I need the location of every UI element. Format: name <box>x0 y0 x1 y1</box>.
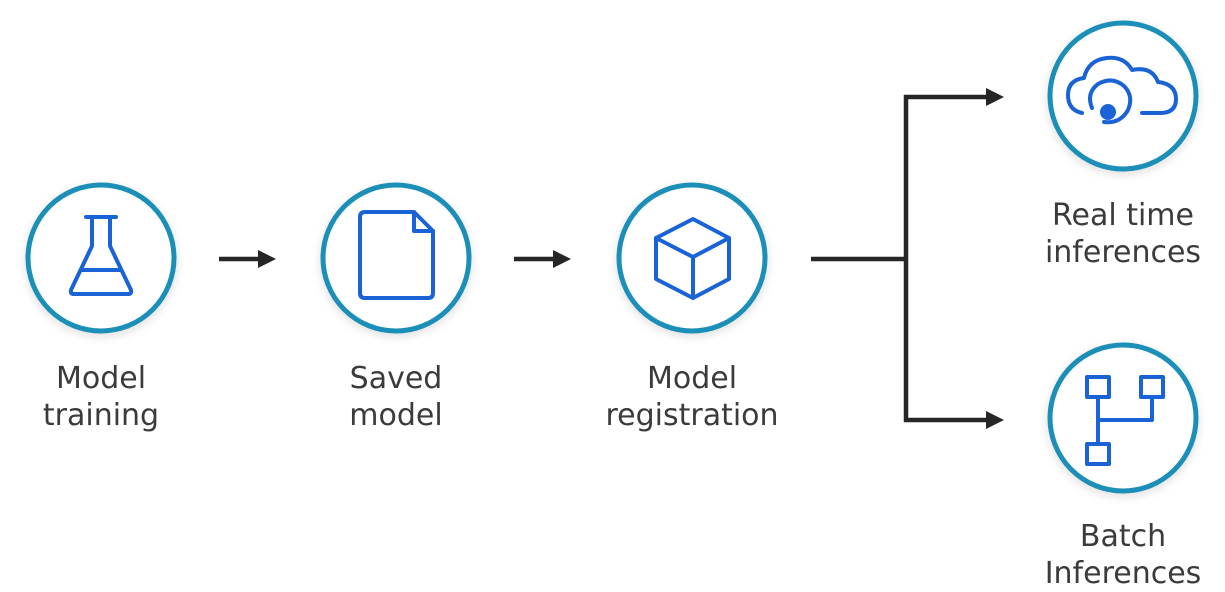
real-time-inferences-label: Real time inferences <box>1013 197 1225 271</box>
batch-inferences-label-line2: Inferences <box>1044 556 1202 591</box>
cloud-service-icon <box>1066 55 1178 125</box>
batch-inferences-label-line1: Batch <box>1079 519 1167 554</box>
node-model-training <box>24 182 178 338</box>
model-training-label-line1: Model <box>55 361 147 396</box>
real-time-inferences-label-line2: inferences <box>1044 235 1202 270</box>
saved-model-circle <box>320 182 472 334</box>
saved-model-label-line2: model <box>349 398 443 433</box>
branch-connector <box>811 88 1004 429</box>
arrow-saved-to-registration <box>514 250 571 268</box>
model-training-circle <box>25 182 177 334</box>
saved-model-label: Saved model <box>286 360 506 434</box>
arrow-training-to-saved <box>219 250 276 268</box>
node-batch-inferences <box>1046 342 1200 498</box>
batch-inferences-label: Batch Inferences <box>1013 518 1225 592</box>
node-real-time-inferences <box>1046 20 1200 176</box>
arrow-to-real-time <box>986 88 1004 106</box>
saved-model-label-line1: Saved <box>349 361 443 396</box>
real-time-inferences-circle <box>1047 20 1199 172</box>
real-time-inferences-label-line1: Real time <box>1052 198 1194 233</box>
cube-icon <box>654 217 731 300</box>
document-icon <box>358 210 435 300</box>
model-training-label: Model training <box>0 360 211 434</box>
hierarchy-icon <box>1085 375 1165 466</box>
flask-icon <box>68 215 134 296</box>
model-registration-label-line2: registration <box>605 398 779 433</box>
node-saved-model <box>319 182 473 338</box>
node-model-registration <box>615 182 769 338</box>
arrow-to-batch <box>986 411 1004 429</box>
model-registration-label-line1: Model <box>646 361 738 396</box>
model-registration-label: Model registration <box>582 360 802 434</box>
model-training-label-line2: training <box>42 398 160 433</box>
